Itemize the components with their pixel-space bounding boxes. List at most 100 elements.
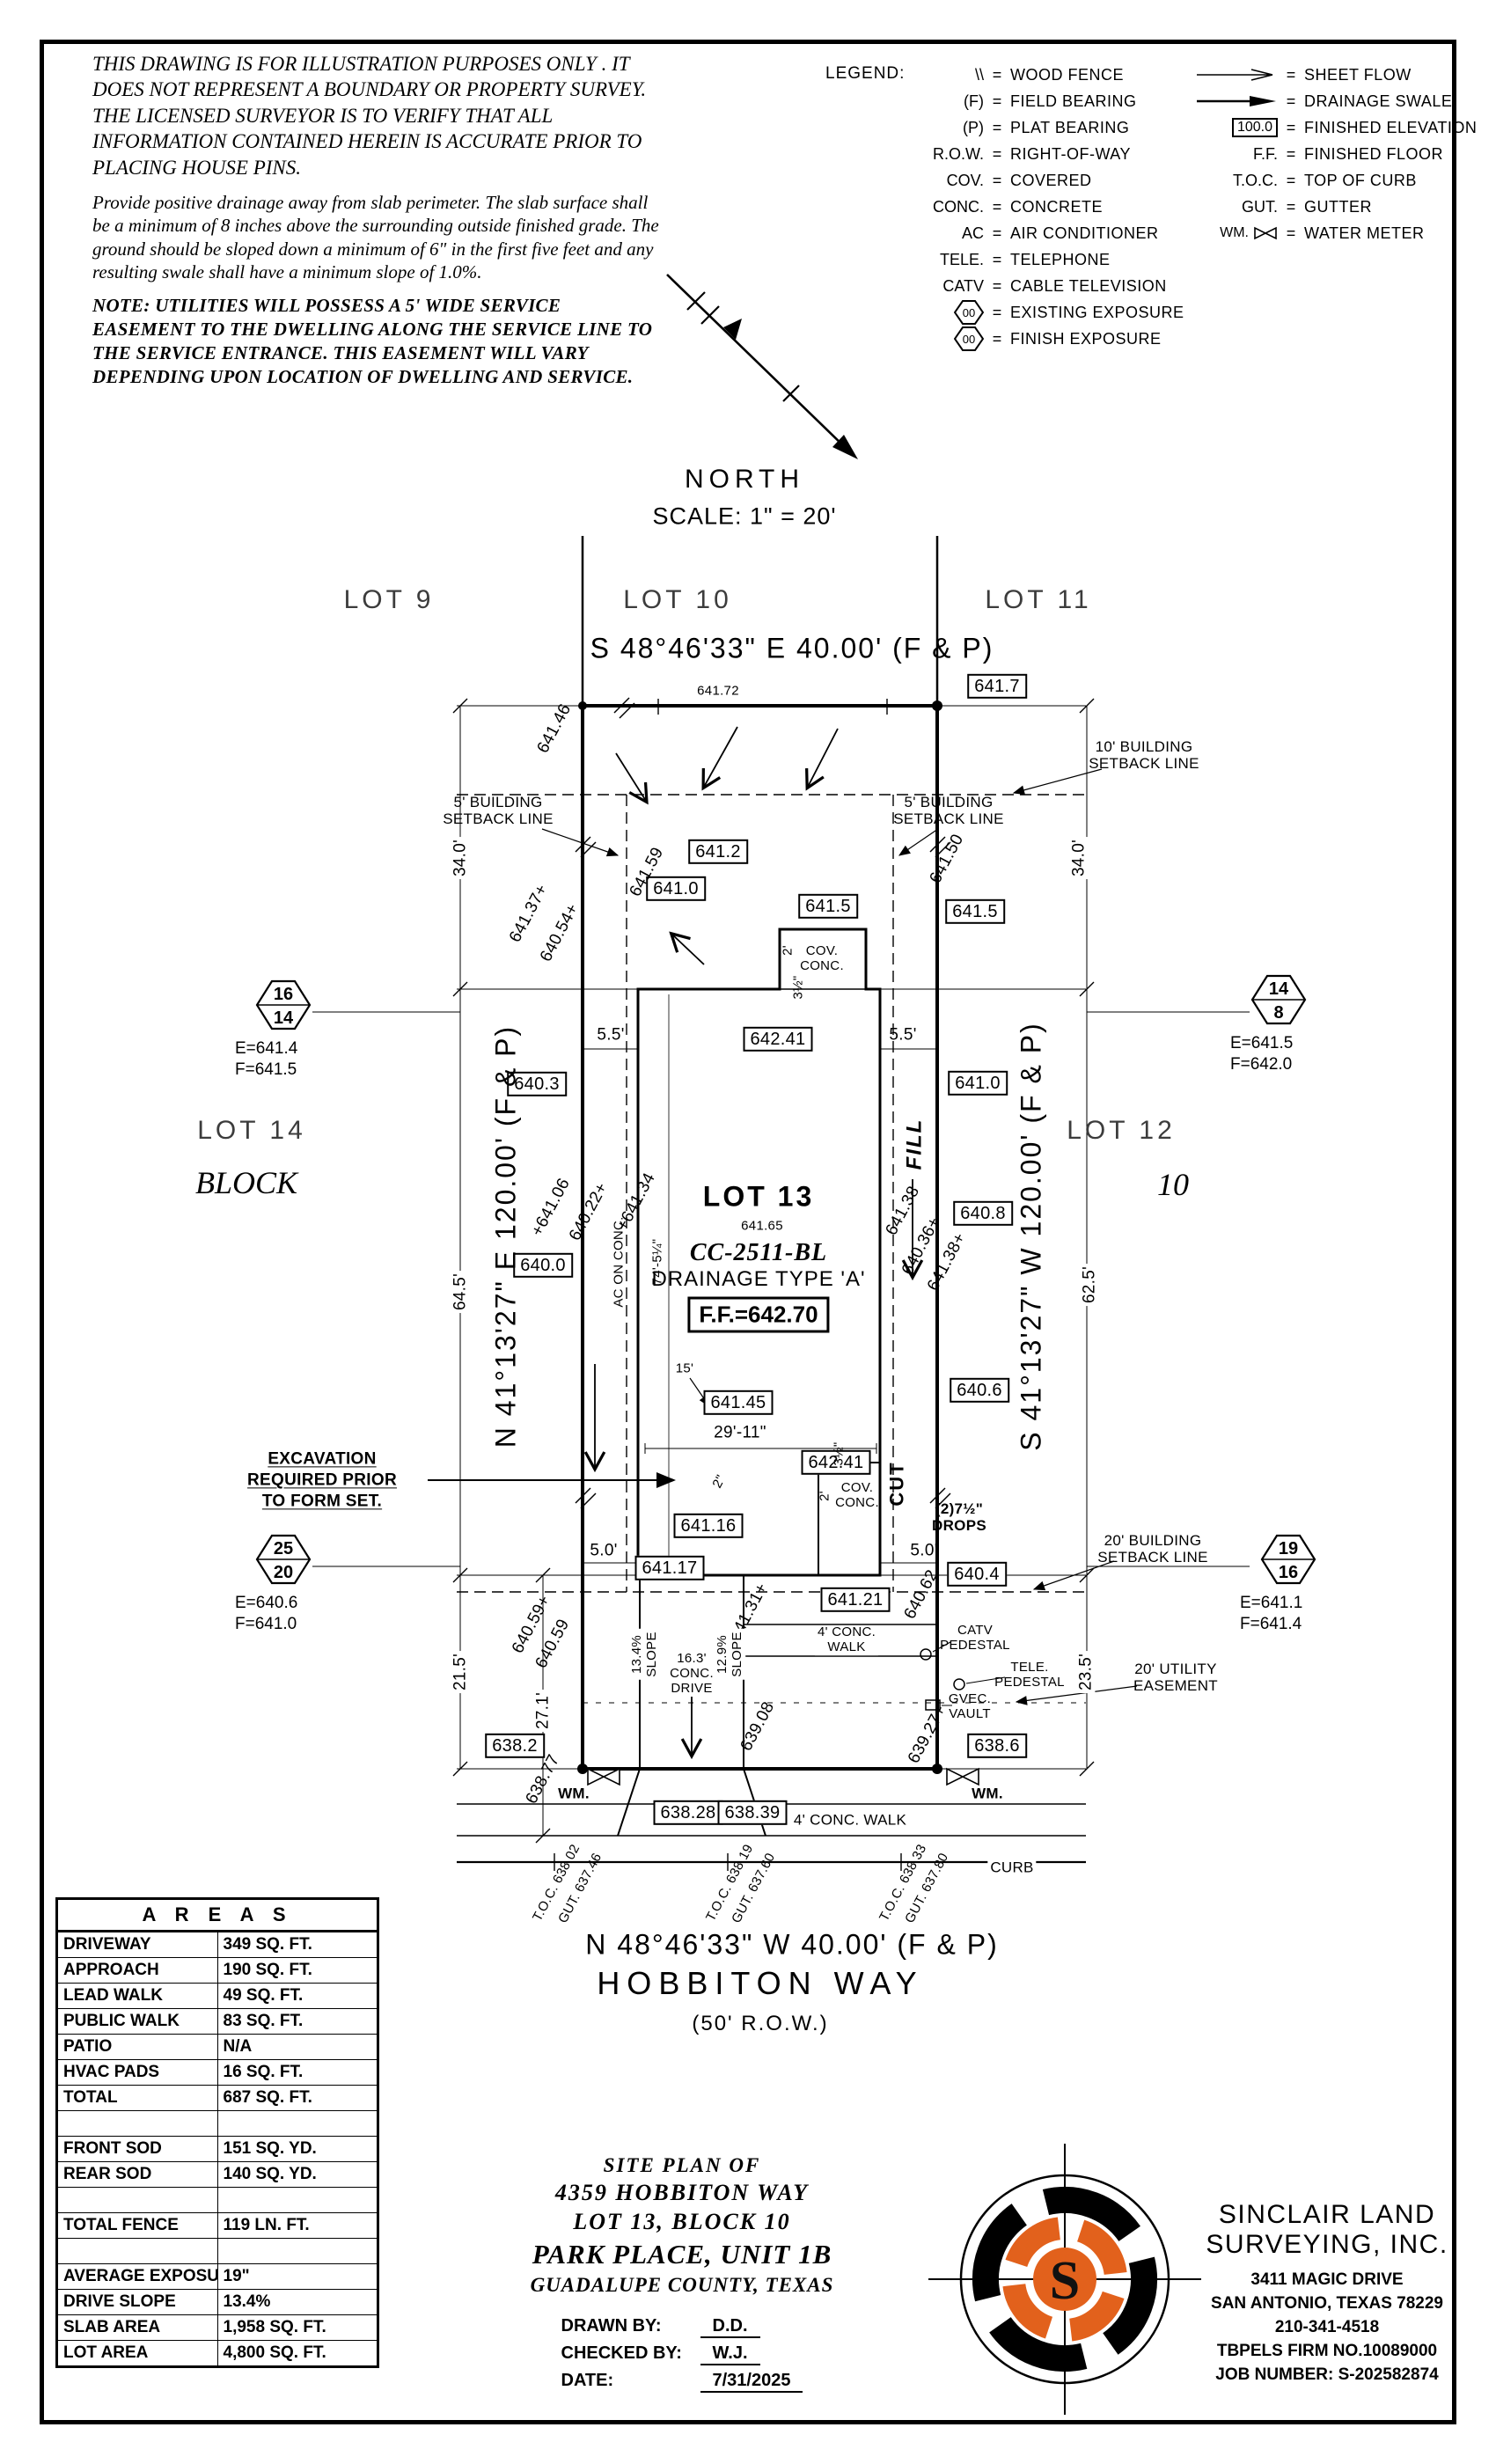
- date-label: DATE:: [561, 2371, 614, 2390]
- sheet-flow-arrow-icon: [1176, 68, 1278, 82]
- finished-floor-elevation: F.F.=642.70: [687, 1296, 830, 1333]
- lot-14-label: LOT 14: [197, 1116, 306, 1145]
- disclaimer-notes: THIS DRAWING IS FOR ILLUSTRATION PURPOSE…: [92, 51, 660, 400]
- legend-item: CATV=CABLE TELEVISION: [882, 273, 1184, 299]
- equals-sign: =: [1286, 65, 1296, 84]
- scale-label: SCALE: 1" = 20': [652, 502, 837, 530]
- ff-symbol: F.F.: [1252, 144, 1278, 163]
- area-value: 140 SQ. YD.: [216, 2161, 378, 2188]
- logo-letter: S: [1050, 2251, 1080, 2311]
- legend-item: GUT.=GUTTER: [1176, 194, 1477, 220]
- areas-table-title: A R E A S: [56, 1898, 378, 1932]
- drainage-note: Provide positive drainage away from slab…: [92, 192, 659, 282]
- boundary-corner-pins: [577, 700, 942, 1774]
- area-value: [216, 2187, 378, 2213]
- equals-sign: =: [992, 303, 1002, 321]
- legend-label: FINISHED ELEVATION: [1304, 118, 1478, 136]
- legend-item: AC=AIR CONDITIONER: [882, 220, 1184, 246]
- legend-item: T.O.C.=TOP OF CURB: [1176, 167, 1477, 194]
- area-value: [216, 2110, 378, 2137]
- catv-symbol: CATV: [942, 276, 984, 295]
- lot-13-spot-elevation: 641.65: [741, 1218, 783, 1234]
- equals-sign: =: [992, 65, 1002, 84]
- title-block: SITE PLAN OF 4359 HOBBITON WAY LOT 13, B…: [488, 2154, 876, 2393]
- equals-sign: =: [1286, 171, 1296, 189]
- company-logo: S: [928, 2144, 1201, 2415]
- legend-label: TOP OF CURB: [1304, 171, 1417, 189]
- finish-exposure-hexagon-icon: 00: [882, 326, 984, 352]
- area-label: APPROACH: [56, 1957, 218, 1984]
- legend-label: RIGHT-OF-WAY: [1010, 144, 1131, 163]
- equals-sign: =: [992, 144, 1002, 163]
- equals-sign: =: [1286, 224, 1296, 242]
- area-value: [216, 2238, 378, 2264]
- legend-item: 00=FINISH EXPOSURE: [882, 326, 1184, 352]
- company-address-1: 3411 MAGIC DRIVE: [1250, 2270, 1404, 2289]
- water-meter-icon: [587, 1767, 979, 1786]
- legend-item: CONC.=CONCRETE: [882, 194, 1184, 220]
- lot-13-title: LOT 13: [702, 1180, 815, 1213]
- telephone-symbol: TELE.: [939, 250, 984, 268]
- area-label: LEAD WALK: [56, 1983, 218, 2009]
- equals-sign: =: [992, 197, 1002, 216]
- equals-sign: =: [992, 118, 1002, 136]
- water-meter-icon: WM.: [1176, 225, 1278, 241]
- company-phone: 210-341-4518: [1274, 2318, 1380, 2336]
- finished-elevation-box: 100.0: [1176, 118, 1278, 137]
- area-label: SLAB AREA: [56, 2314, 218, 2341]
- covered-symbol: COV.: [946, 171, 984, 189]
- legend-label: CONCRETE: [1010, 197, 1104, 216]
- legend-item: TELE.=TELEPHONE: [882, 246, 1184, 273]
- area-label: REAR SOD: [56, 2161, 218, 2188]
- legend-label: EXISTING EXPOSURE: [1010, 303, 1184, 321]
- areas-table-row: [56, 2187, 378, 2213]
- equals-sign: =: [992, 250, 1002, 268]
- legend-label: DRAINAGE SWALE: [1304, 92, 1453, 110]
- legend-item: (F)=FIELD BEARING: [882, 88, 1184, 114]
- areas-table-row: [56, 2110, 378, 2137]
- area-label: [56, 2110, 218, 2137]
- legend-label: COVERED: [1010, 171, 1092, 189]
- legend-left-column: \\=WOOD FENCE(F)=FIELD BEARING(P)=PLAT B…: [882, 62, 1184, 352]
- legend-label: AIR CONDITIONER: [1010, 224, 1159, 242]
- area-value: 49 SQ. FT.: [216, 1983, 378, 2009]
- area-value: 16 SQ. FT.: [216, 2059, 378, 2086]
- equals-sign: =: [992, 224, 1002, 242]
- area-value: 83 SQ. FT.: [216, 2008, 378, 2035]
- bearing-bottom: N 48°46'33" W 40.00' (F & P): [585, 1928, 999, 1961]
- equals-sign: =: [992, 92, 1002, 110]
- company-name-line-1: SINCLAIR LAND: [1218, 2200, 1436, 2229]
- drainage-swale-arrow-icon: [1176, 94, 1278, 108]
- plat-bearing-symbol: (P): [963, 118, 984, 136]
- legend-label: FINISH EXPOSURE: [1010, 329, 1162, 348]
- block-label: BLOCK: [194, 1165, 298, 1200]
- bearing-right: S 41°13'27" W 120.00' (F & P): [1015, 1022, 1047, 1451]
- north-label: NORTH: [684, 465, 805, 494]
- checked-by-value: W.J.: [700, 2343, 760, 2365]
- areas-table-row: AVERAGE EXPOSURE19": [56, 2263, 378, 2290]
- company-name-line-2: SURVEYING, INC.: [1206, 2230, 1448, 2259]
- lot-13-model: CC-2511-BL: [689, 1239, 828, 1266]
- job-number: JOB NUMBER: S-202582874: [1215, 2365, 1439, 2384]
- area-label: TOTAL FENCE: [56, 2212, 218, 2239]
- area-label: FRONT SOD: [56, 2136, 218, 2162]
- legend-label: PLAT BEARING: [1010, 118, 1130, 136]
- area-value: 1,958 SQ. FT.: [216, 2314, 378, 2341]
- legend-item: =SHEET FLOW: [1176, 62, 1477, 88]
- disclaimer-paragraph: THIS DRAWING IS FOR ILLUSTRATION PURPOSE…: [92, 53, 647, 179]
- svg-text:00: 00: [963, 333, 975, 346]
- legend-item: (P) = PLAT BEARING: [882, 114, 1184, 141]
- area-label: DRIVEWAY: [56, 1931, 218, 1958]
- north-arrow-icon: [666, 274, 858, 459]
- equals-sign: =: [992, 276, 1002, 295]
- area-value: 349 SQ. FT.: [216, 1931, 378, 1958]
